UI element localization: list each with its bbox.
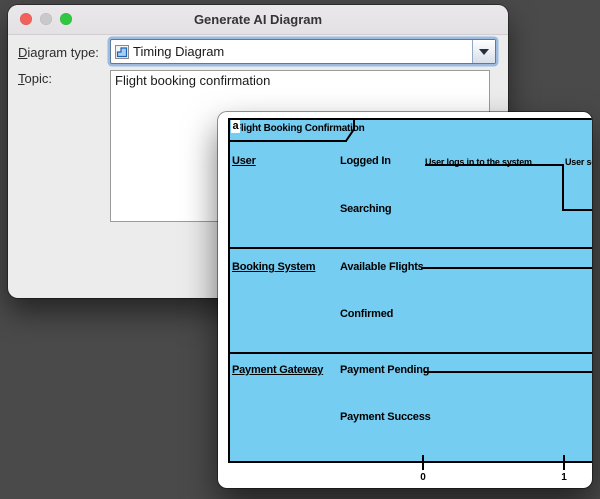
zoom-button[interactable] bbox=[60, 13, 72, 25]
timeline-segment bbox=[562, 209, 592, 211]
lifeline-separator bbox=[228, 352, 592, 354]
diagram-tab-title[interactable]: Flight Booking Confirmation bbox=[235, 123, 365, 134]
timeline-segment bbox=[421, 267, 592, 269]
frame-bottom-border bbox=[228, 461, 592, 463]
frame-left-border bbox=[228, 118, 230, 463]
dropdown-arrow-button[interactable] bbox=[472, 40, 495, 63]
state-label[interactable]: Payment Success bbox=[340, 411, 431, 423]
topic-mnemonic: T bbox=[18, 71, 25, 86]
state-label[interactable]: Available Flights bbox=[340, 261, 424, 273]
diagram-type-mnemonic: D bbox=[18, 45, 28, 60]
dropdown-value: Timing Diagram bbox=[133, 44, 225, 59]
diagram-type-label: Diagram type: bbox=[18, 45, 99, 60]
axis-tick-label: 0 bbox=[420, 472, 426, 483]
diagram-type-dropdown[interactable]: Timing Diagram bbox=[110, 39, 496, 64]
diagram-type-label-rest: iagram type: bbox=[27, 45, 99, 60]
tab-right-border bbox=[353, 118, 355, 131]
tab-badge: a bbox=[231, 120, 240, 133]
diagram-preview-window: Flight Booking Confirmation a User Logge… bbox=[218, 112, 592, 488]
state-label[interactable]: Logged In bbox=[340, 155, 391, 167]
lifeline-separator bbox=[228, 247, 592, 249]
axis-tick-mark bbox=[422, 455, 424, 470]
tab-bottom-border bbox=[228, 140, 347, 142]
lifeline-name-user[interactable]: User bbox=[232, 155, 256, 167]
topic-label-rest: opic: bbox=[24, 71, 52, 86]
lifeline-name-booking-system[interactable]: Booking System bbox=[232, 261, 316, 273]
timeline-step bbox=[562, 164, 564, 210]
lifeline-name-payment-gateway[interactable]: Payment Gateway bbox=[232, 364, 324, 376]
chevron-down-icon bbox=[479, 48, 489, 55]
state-label[interactable]: Payment Pending bbox=[340, 364, 430, 376]
frame-top-border bbox=[228, 118, 592, 120]
timing-diagram-frame bbox=[228, 118, 592, 463]
timeline-segment bbox=[425, 164, 562, 166]
state-label[interactable]: Confirmed bbox=[340, 308, 394, 320]
titlebar[interactable]: Generate AI Diagram bbox=[8, 5, 508, 35]
axis-tick-mark bbox=[563, 455, 565, 470]
state-label[interactable]: Searching bbox=[340, 203, 392, 215]
timing-diagram-icon bbox=[115, 44, 129, 59]
timeline-annotation[interactable]: User logs in to the system bbox=[425, 157, 532, 167]
topic-label: Topic: bbox=[18, 71, 52, 86]
window-title: Generate AI Diagram bbox=[193, 12, 323, 27]
minimize-button[interactable] bbox=[40, 13, 52, 25]
timeline-segment bbox=[424, 371, 592, 373]
timeline-annotation[interactable]: User sear bbox=[565, 157, 592, 167]
close-button[interactable] bbox=[20, 13, 32, 25]
axis-tick-label: 1 bbox=[561, 472, 567, 483]
